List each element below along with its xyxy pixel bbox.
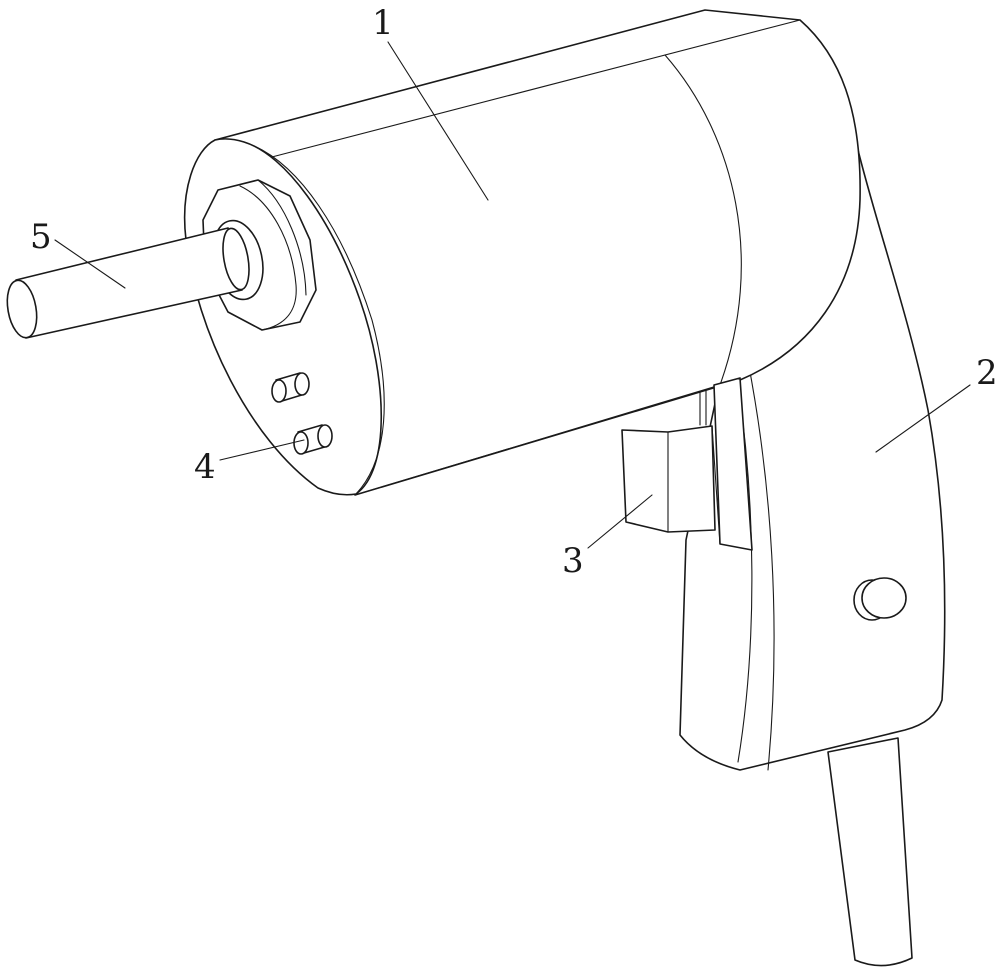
- face-pins: [271, 372, 333, 455]
- callout-1: 1: [372, 3, 394, 43]
- leader-1: [387, 41, 489, 201]
- side-button: [853, 577, 907, 621]
- callout-4: 4: [194, 447, 216, 487]
- leader-2: [875, 384, 971, 453]
- output-shaft: [6, 227, 250, 339]
- handle-body: [679, 149, 946, 771]
- leader-4: [219, 439, 305, 461]
- leader-lines: [54, 41, 971, 549]
- trigger: [621, 377, 753, 551]
- callout-labels: 1 2 3 4 5: [30, 3, 998, 581]
- leader-3: [587, 494, 653, 549]
- callout-2: 2: [976, 353, 998, 393]
- callout-5: 5: [30, 217, 52, 257]
- callout-3: 3: [562, 541, 584, 581]
- power-cord: [827, 737, 913, 967]
- leader-5: [54, 239, 126, 289]
